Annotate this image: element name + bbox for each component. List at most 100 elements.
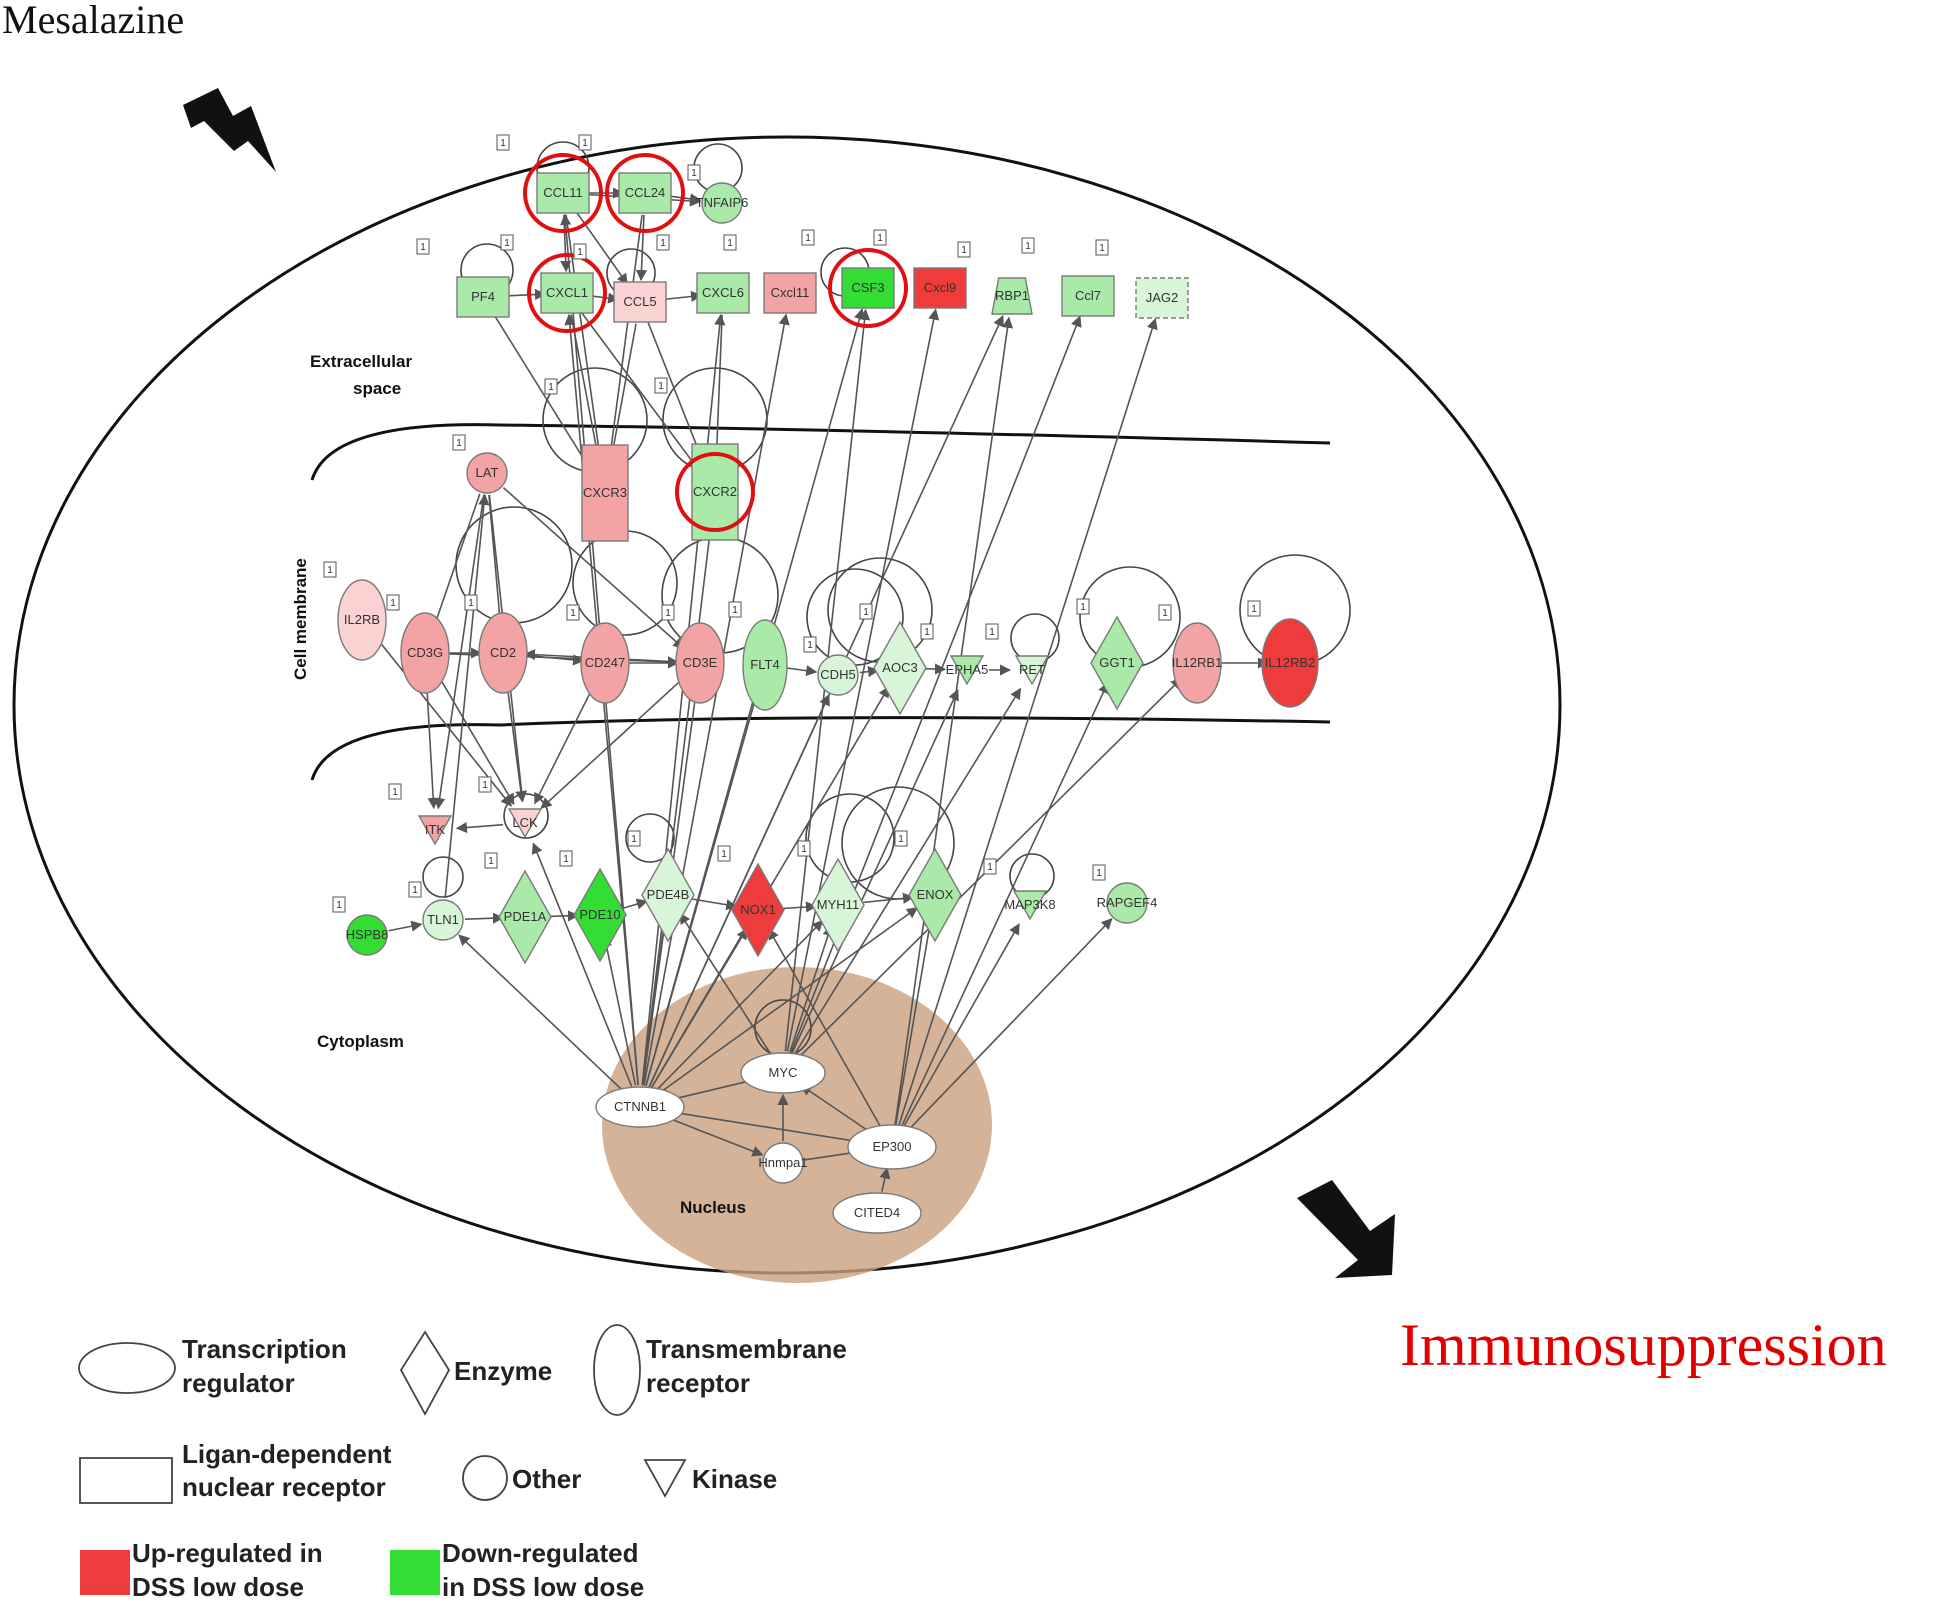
legend-other: Other [512,1464,581,1494]
count-badge-label: 1 [488,856,494,867]
edge-lck-itk [455,821,504,834]
outcome-label: Immunosuppression [1400,1312,1887,1378]
count-badge-label: 1 [504,238,510,249]
count-badge [873,229,887,246]
node-label: CD2 [490,645,516,660]
count-badge [408,881,422,898]
count-badge [920,623,934,640]
node-label: PDE1A [504,909,547,924]
count-badge-label: 1 [691,168,697,179]
count-badge [388,783,402,800]
edge-ctnnb1-cxcl11 [643,313,790,1086]
edge-pde10-pde4b [620,898,648,910]
node-shape [731,862,785,958]
region-cytoplasm: Cytoplasm [317,1032,404,1051]
node-shape [337,579,387,661]
node-shape [991,277,1033,315]
node-label: IL2RB [344,612,380,627]
region-nucleus: Nucleus [680,1198,746,1217]
count-badge-label: 1 [420,242,426,253]
node-myc[interactable]: MYC [740,1052,826,1094]
node-label: EP300 [872,1139,911,1154]
node-shape [618,172,672,214]
count-badge [559,850,573,867]
node-ctnnb1[interactable]: CTNNB1 [595,1086,685,1128]
edge-ep300-ctnnb1 [660,1106,871,1145]
node-shape [613,281,667,323]
edge-ccl11-cxcl1 [560,214,572,273]
count-badge-label: 1 [1251,604,1257,615]
node-csf3[interactable]: CSF3 1 [801,229,908,328]
node-label: LAT [476,465,499,480]
node-hnmpa1[interactable]: Hnmpa1 [758,1142,808,1184]
count-badge-label: 1 [805,233,811,244]
count-badge [578,134,592,151]
edge-pf4-cxcr3 [493,315,595,476]
count-badge [859,603,873,620]
legend-enzyme: Enzyme [454,1356,552,1386]
edge-myc-pde4b [679,912,772,1055]
node-shape [1106,882,1148,924]
count-badge-label: 1 [665,608,671,619]
legend-down-swatch [390,1550,440,1595]
highlight-ring [527,253,607,333]
node-label: CD247 [585,655,625,670]
node-label: HSPB8 [346,927,389,942]
edge-lat-cd3g [430,493,481,634]
count-badge [386,594,400,611]
legend-transmembrane-shape [593,1324,641,1416]
node-cited4[interactable]: CITED4 [832,1192,922,1234]
legend-up-l1: Up-regulated in [132,1538,323,1568]
node-label: Ccl7 [1075,288,1101,303]
node-shape [740,1052,826,1094]
node-shape [400,612,450,694]
legend-transcription-shape [78,1342,176,1394]
count-badge [566,604,580,621]
edge-pde1a-pde10 [546,910,580,922]
node-shape [417,815,453,846]
node-pde1a[interactable]: PDE1A 1 [484,852,552,965]
node-label: CSF3 [851,280,884,295]
count-badge [728,601,742,618]
node-ep300[interactable]: EP300 [847,1124,937,1170]
